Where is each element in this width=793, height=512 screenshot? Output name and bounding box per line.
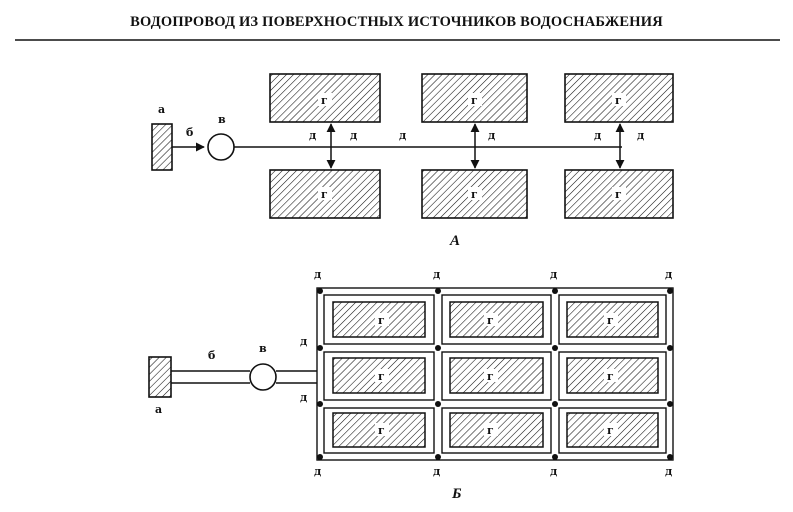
- pipe-label: б: [186, 126, 193, 139]
- pump-label: в: [259, 342, 267, 355]
- node-label: д: [550, 465, 557, 478]
- block-label: г: [378, 370, 385, 383]
- node-label: д: [665, 465, 672, 478]
- diagram-a: а б в г г г г г г д д д д д: [151, 73, 674, 249]
- block-label: г: [321, 94, 328, 107]
- block-label: г: [378, 314, 385, 327]
- node-label: д: [433, 465, 440, 478]
- node-label: д: [665, 268, 672, 281]
- branch-label: д: [594, 129, 601, 142]
- node-label: д: [300, 391, 307, 404]
- branch-label: д: [637, 129, 644, 142]
- block-bottom-3: [564, 169, 674, 219]
- pump: [249, 363, 277, 391]
- block-label: г: [615, 94, 622, 107]
- block-top-2: [421, 73, 528, 123]
- caption-a: А: [449, 233, 460, 249]
- caption-b: Б: [451, 486, 462, 502]
- block-label: г: [487, 424, 494, 437]
- node-label: д: [433, 268, 440, 281]
- source-a: [151, 123, 173, 171]
- node-label: д: [300, 335, 307, 348]
- branch-label: д: [350, 129, 357, 142]
- block-bottom-1: [269, 169, 381, 219]
- block-label: г: [607, 314, 614, 327]
- block-label: г: [378, 424, 385, 437]
- block-label: г: [607, 424, 614, 437]
- node-label: д: [550, 268, 557, 281]
- pump: [207, 133, 235, 161]
- network-nodes: [317, 288, 673, 460]
- branch-label: д: [399, 129, 406, 142]
- block-label: г: [607, 370, 614, 383]
- node-label: д: [314, 268, 321, 281]
- branch-label: д: [309, 129, 316, 142]
- block-3: [566, 301, 659, 338]
- block-label: г: [471, 94, 478, 107]
- branch-label: д: [488, 129, 495, 142]
- source-a: [148, 356, 172, 398]
- diagram-b: а б в: [148, 268, 674, 502]
- block-label: г: [487, 370, 494, 383]
- node-label: д: [314, 465, 321, 478]
- source-label: а: [158, 103, 165, 116]
- block-label: г: [615, 188, 622, 201]
- block-label: г: [471, 188, 478, 201]
- pipe-label: б: [208, 349, 215, 362]
- block-label: г: [321, 188, 328, 201]
- ring-network: [316, 287, 674, 461]
- page-title: ВОДОПРОВОД ИЗ ПОВЕРХНОСТНЫХ ИСТОЧНИКОВ В…: [130, 14, 663, 30]
- source-label: а: [155, 403, 162, 416]
- pump-label: в: [218, 113, 226, 126]
- block-label: г: [487, 314, 494, 327]
